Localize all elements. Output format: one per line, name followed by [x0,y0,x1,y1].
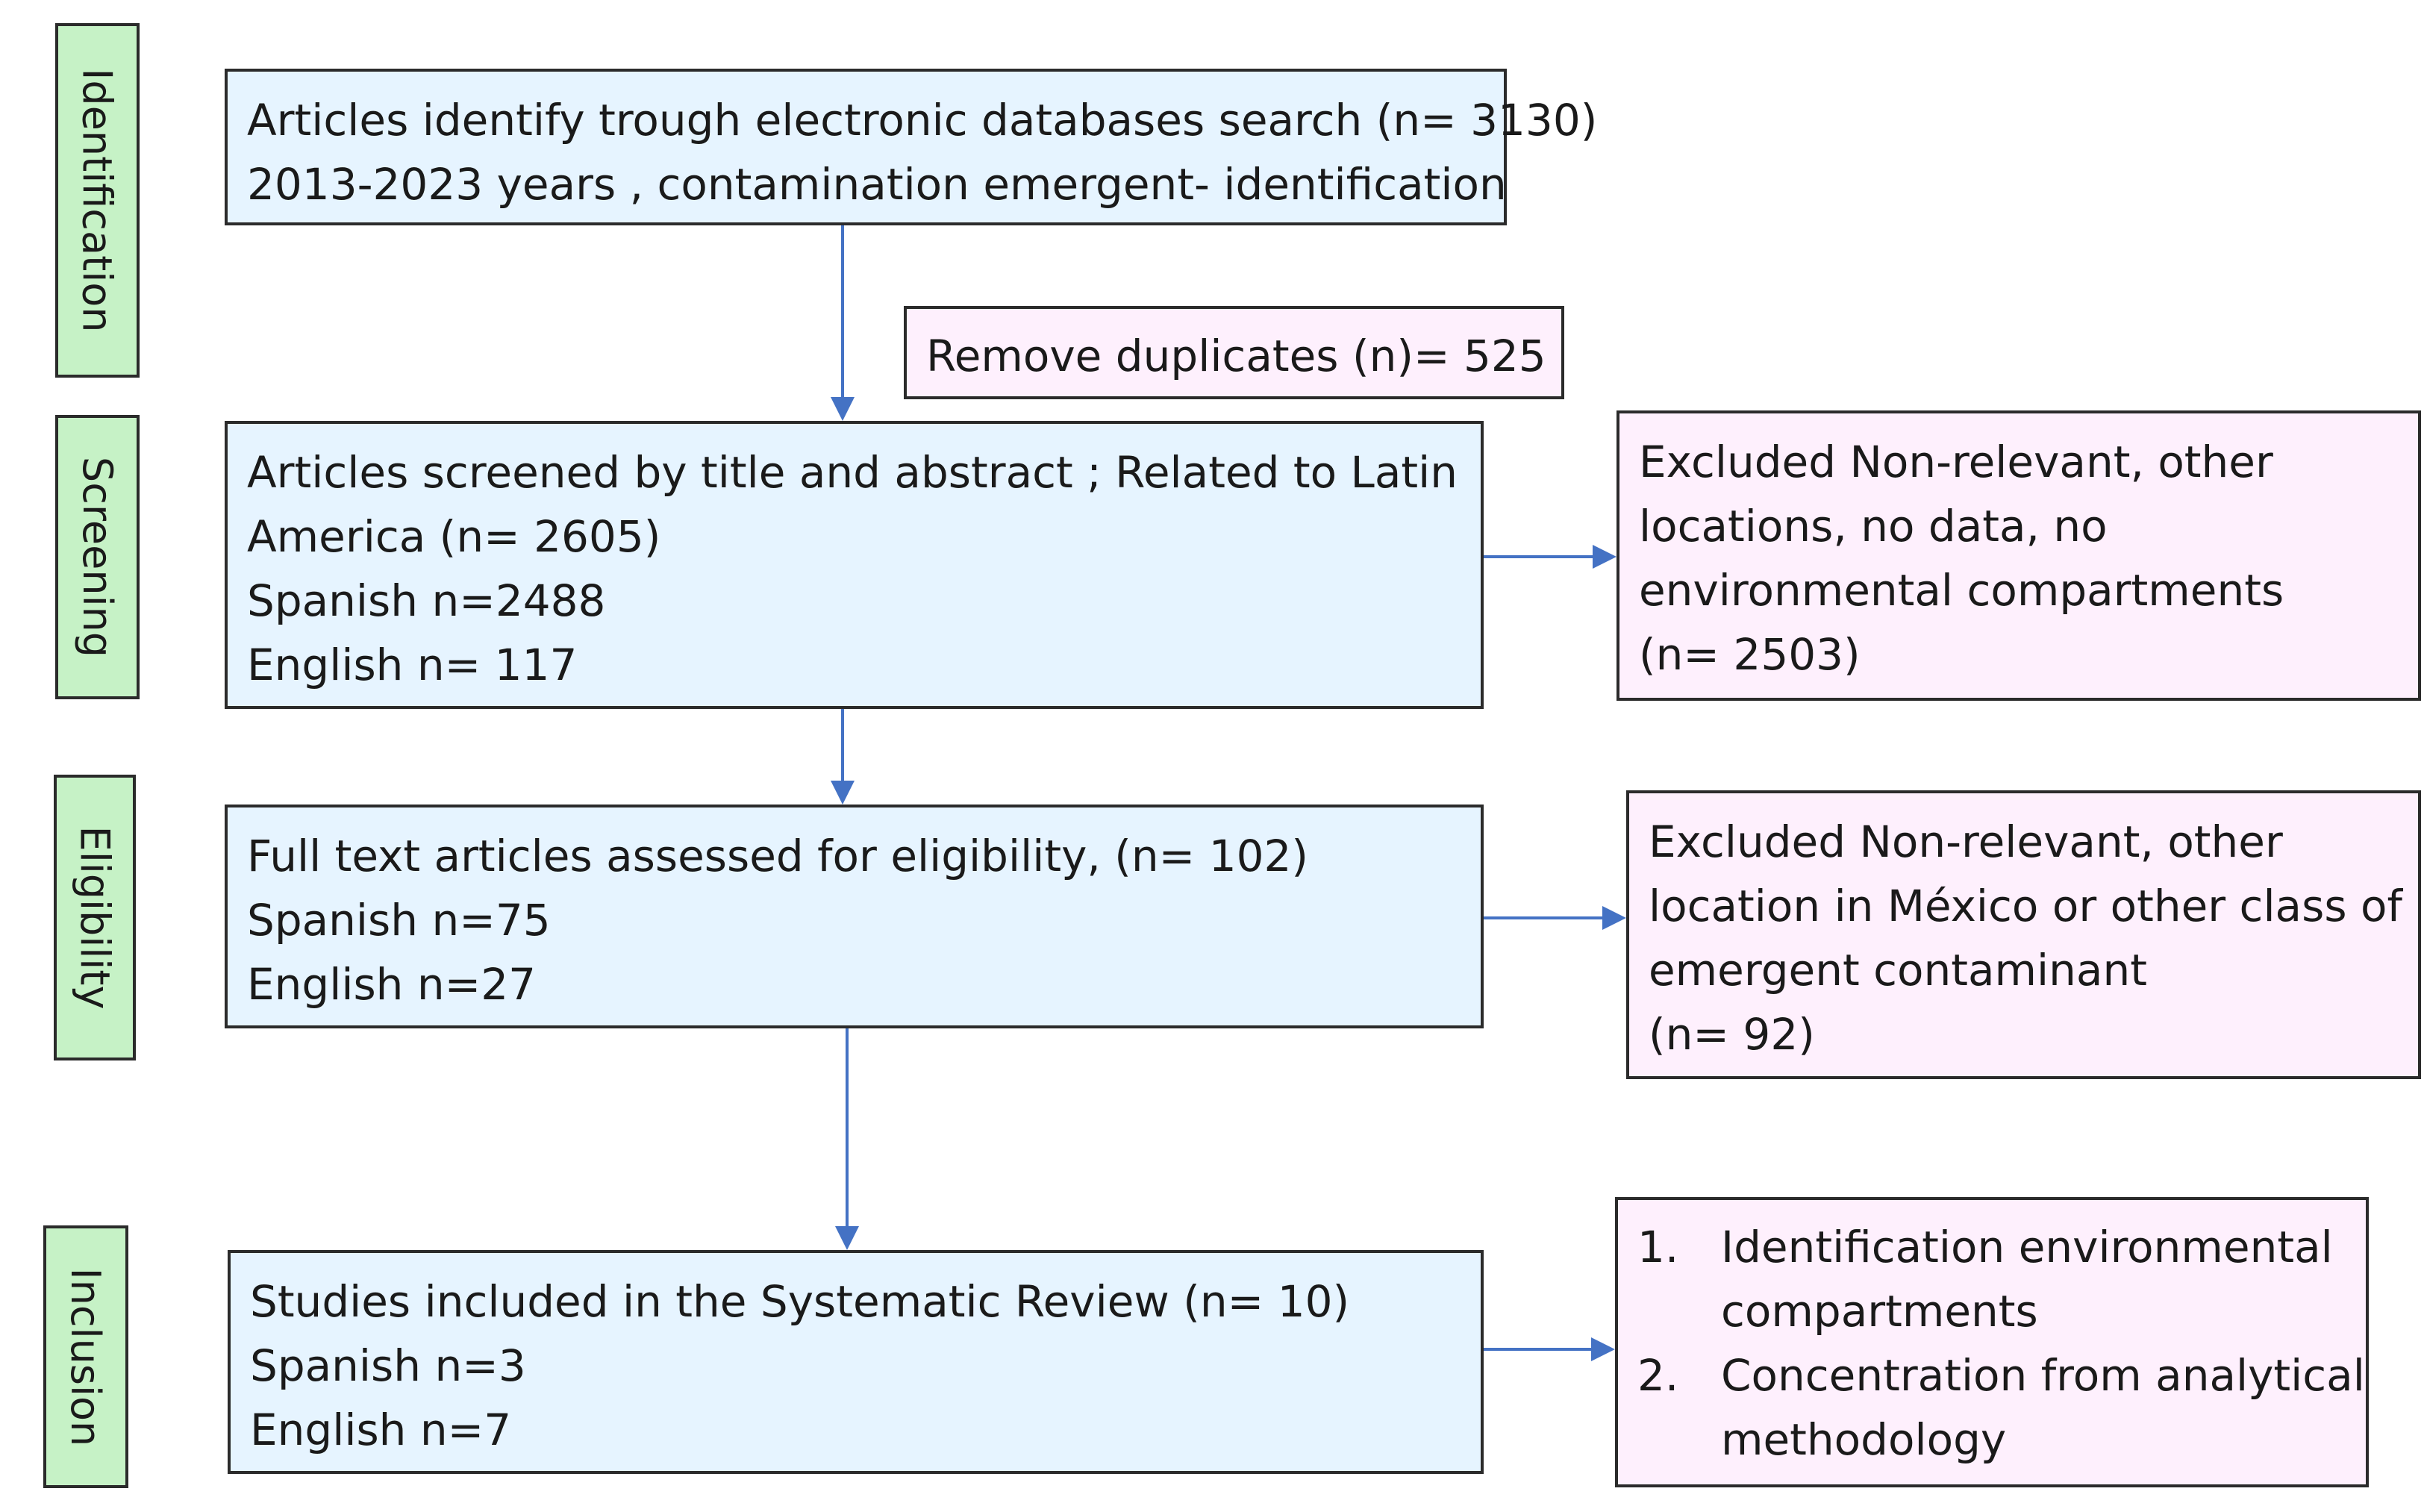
outcomes-box: 1. Identification environmental compartm… [1615,1197,2369,1487]
outcome-item-1-line-2: compartments [1721,1286,2038,1337]
phase-inclusion-label: Inclusion [62,1267,110,1446]
excluded-eligibility-box: Excluded Non-relevant, other location in… [1626,790,2421,1079]
phase-inclusion: Inclusion [43,1225,128,1488]
screening-line-4: English n= 117 [247,640,578,690]
eligibility-line-1: Full text articles assessed for eligibil… [247,831,1309,881]
excluded-eligibility-line-3: emergent contaminant [1649,945,2147,996]
outcome-item-2: 2. Concentration from analytical methodo… [1637,1343,2365,1472]
phase-screening: Screening [55,415,140,699]
outcomes-list: 1. Identification environmental compartm… [1637,1215,2365,1472]
phase-eligibility-label: Eligibility [71,825,119,1010]
outcome-item-1: 1. Identification environmental compartm… [1637,1215,2346,1343]
excluded-screening-line-2: locations, no data, no [1639,501,2108,552]
phase-screening-label: Screening [74,456,121,658]
duplicates-text: Remove duplicates (n)= 525 [926,331,1546,381]
excluded-screening-line-1: Excluded Non-relevant, other [1639,437,2273,487]
screening-line-1: Articles screened by title and abstract … [247,447,1458,498]
screening-line-3: Spanish n=2488 [247,575,606,626]
duplicates-box: Remove duplicates (n)= 525 [904,306,1564,399]
identification-box: Articles identify trough electronic data… [225,69,1598,225]
eligibility-line-3: English n=27 [247,959,537,1010]
outcome-item-1-number: 1. [1637,1222,1679,1272]
inclusion-box: Studies included in the Systematic Revie… [228,1250,1484,1474]
excluded-screening-box: Excluded Non-relevant, other locations, … [1616,410,2421,701]
screening-line-2: America (n= 2605) [247,511,661,562]
phase-identification: Identification [55,23,140,378]
identification-line-1: Articles identify trough electronic data… [247,95,1598,146]
inclusion-line-3: English n=7 [250,1405,512,1455]
phase-eligibility: Eligibility [54,775,136,1060]
phase-identification-label: Identification [74,68,121,333]
identification-line-2: 2013-2023 years , contamination emergent… [247,159,1507,210]
outcome-item-2-line-1: Concentration from analytical [1721,1350,2365,1401]
screening-box: Articles screened by title and abstract … [225,421,1484,709]
outcome-item-1-line-1: Identification environmental [1721,1222,2333,1272]
outcome-item-2-number: 2. [1637,1350,1679,1401]
inclusion-line-2: Spanish n=3 [250,1340,526,1391]
outcome-item-2-line-2: methodology [1721,1414,2007,1465]
eligibility-line-2: Spanish n=75 [247,895,551,946]
excluded-screening-line-4: (n= 2503) [1639,629,1861,680]
excluded-eligibility-line-2: location in México or other class of [1649,881,2402,931]
excluded-eligibility-line-4: (n= 92) [1649,1009,1815,1060]
excluded-screening-line-3: environmental compartments [1639,565,2284,616]
eligibility-box: Full text articles assessed for eligibil… [225,805,1484,1028]
excluded-eligibility-line-1: Excluded Non-relevant, other [1649,816,2283,867]
inclusion-line-1: Studies included in the Systematic Revie… [250,1276,1350,1327]
